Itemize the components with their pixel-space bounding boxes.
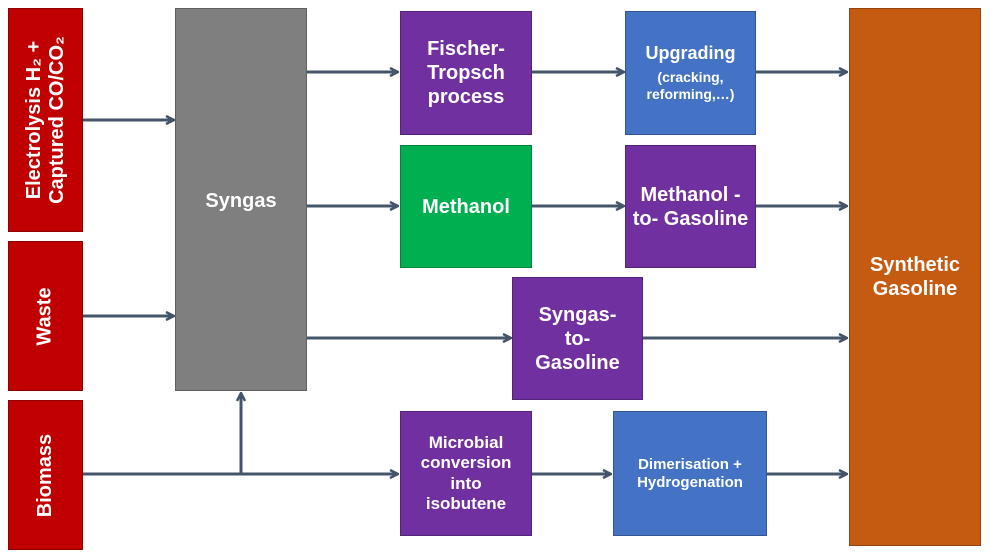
synthetic-gasoline-box: Synthetic Gasoline bbox=[849, 8, 981, 546]
source-biomass: Biomass bbox=[8, 400, 83, 550]
upgrading-detail: (cracking, reforming,…) bbox=[646, 69, 735, 102]
waste-label: Waste bbox=[33, 286, 56, 346]
electrolysis-line1: Electrolysis H₂ + bbox=[22, 40, 45, 200]
upgrading-title: Upgrading bbox=[645, 43, 736, 64]
syngas-box: Syngas bbox=[175, 8, 307, 391]
electrolysis-line2: Captured CO/CO₂ bbox=[45, 36, 68, 204]
microbial-label: Microbial conversion into isobutene bbox=[420, 432, 512, 513]
methanol-to-gasoline-label: Methanol -to- Gasoline bbox=[632, 183, 749, 230]
source-electrolysis: Electrolysis H₂ + Captured CO/CO₂ bbox=[8, 8, 83, 232]
fischer-tropsch-label: Fischer-Tropsch process bbox=[427, 38, 505, 108]
dimerisation-box: Dimerisation + Hydrogenation bbox=[613, 411, 767, 536]
methanol-box: Methanol bbox=[400, 145, 532, 268]
synthetic-gasoline-label: Synthetic Gasoline bbox=[869, 254, 961, 300]
upgrading-box: Upgrading (cracking, reforming,…) bbox=[625, 11, 756, 135]
fischer-tropsch-box: Fischer-Tropsch process bbox=[400, 11, 532, 135]
syngas-label: Syngas bbox=[205, 190, 277, 212]
source-waste: Waste bbox=[8, 241, 83, 391]
syngas-to-gasoline-label: Syngas- to- Gasoline bbox=[535, 303, 620, 374]
methanol-label: Methanol bbox=[422, 195, 510, 218]
syngas-to-gasoline-box: Syngas- to- Gasoline bbox=[512, 277, 643, 400]
methanol-to-gasoline-box: Methanol -to- Gasoline bbox=[625, 145, 756, 268]
dimerisation-label: Dimerisation + Hydrogenation bbox=[637, 455, 743, 491]
biomass-label: Biomass bbox=[34, 433, 56, 517]
microbial-box: Microbial conversion into isobutene bbox=[400, 411, 532, 536]
